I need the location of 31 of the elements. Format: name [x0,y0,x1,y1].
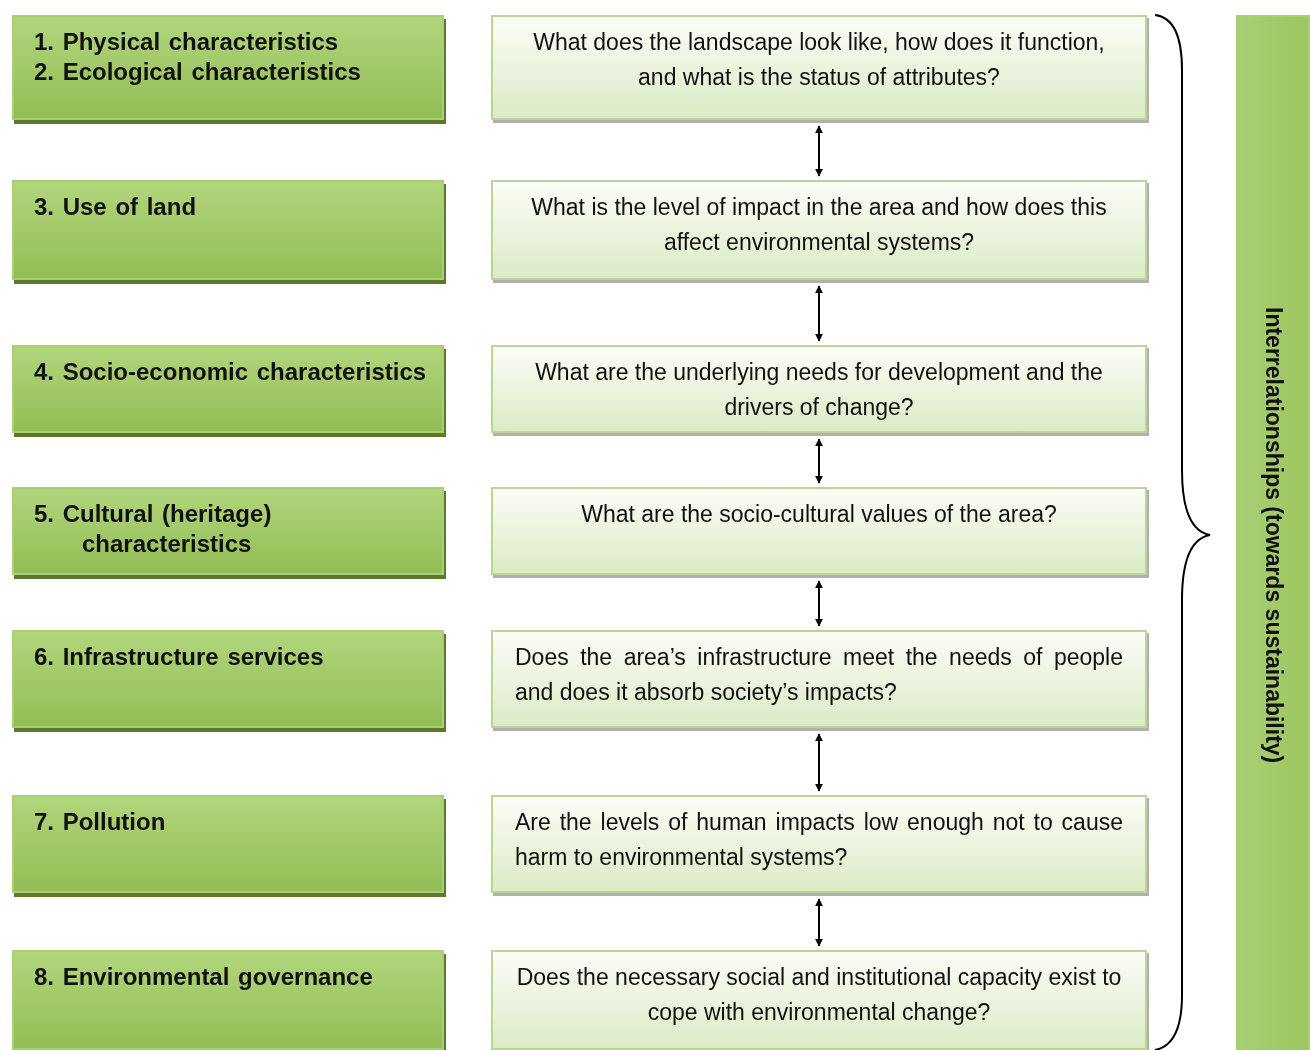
question-box [491,345,1147,433]
category-label: 7. Pollution [34,807,167,837]
double-arrow [815,125,823,177]
question-text: What are the underlying needs for development and the drivers of change? [534,358,1104,422]
question-text: Does the necessary social and institutional capacity exist to cope with environmental change? [515,963,1123,1027]
category-label: 5. Cultural (heritage) characteristics [34,499,273,559]
question-text: What does the landscape look like, how does it function, and what is the status of attributes? [532,28,1106,92]
double-arrow [815,733,823,792]
question-box [491,950,1147,1050]
category-label: 3. Use of land [34,192,198,222]
question-box [491,15,1147,120]
double-arrow [815,285,823,342]
category-box [12,950,444,1050]
category-label: 6. Infrastructure services [34,642,325,672]
double-arrow [815,898,823,947]
category-label: 4. Socio-economic characteristics [34,357,428,387]
question-text: What are the socio-cultural values of the area? [580,500,1058,529]
sustainability-bar [1236,15,1310,1050]
question-box [491,630,1147,728]
bar-label: Interrelationships (towards sustainability) [1259,306,1287,764]
question-text: Does the area’s infrastructure meet the needs of people and does it absorb society’s impacts? [515,643,1123,707]
question-box [491,795,1147,893]
category-label: 1. Physical characteristics [34,27,340,57]
question-text: Are the levels of human impacts low enough not to cause harm to environmental systems? [515,808,1123,872]
question-box [491,180,1147,280]
double-arrow [815,580,823,627]
question-box [491,487,1147,575]
double-arrow [815,438,823,484]
category-label: 8. Environmental governance [34,962,374,992]
category-label: 2. Ecological characteristics [34,57,362,87]
question-text: What is the level of impact in the area and how does this affect environmental systems? [530,193,1108,257]
